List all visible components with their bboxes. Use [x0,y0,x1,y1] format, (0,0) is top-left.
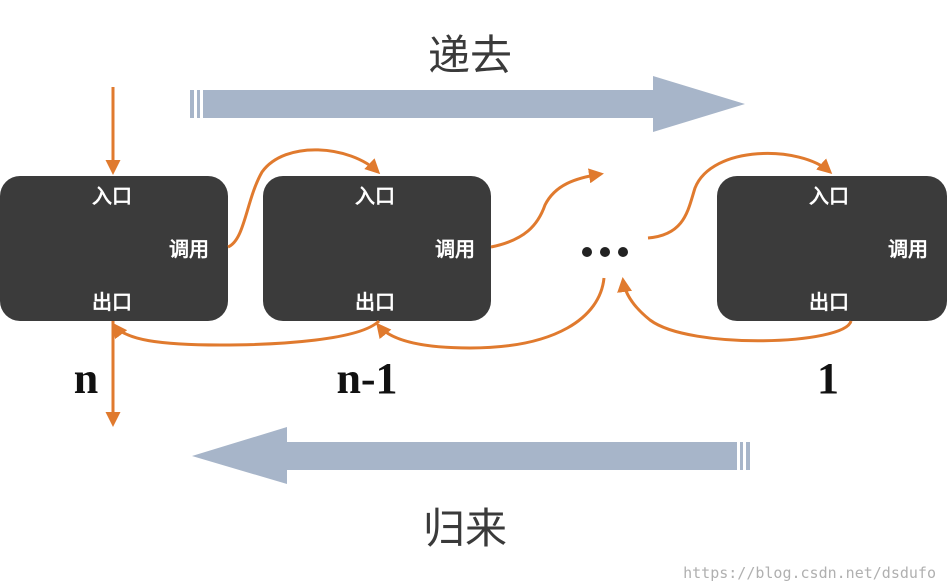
call-arrow-n [227,148,381,249]
level-number-n-minus-1: n-1 [336,354,397,403]
return-arrow [192,427,750,484]
watermark: https://blog.csdn.net/dsdufo [683,564,936,582]
call-box-n: 入口 调用 出口 [0,176,228,321]
return-arrow-n-minus-1 [112,319,381,347]
level-number-n: n [74,354,98,403]
call-box-n-minus-1: 入口 调用 出口 [263,176,491,321]
call-box-1: 入口 调用 出口 [717,176,947,321]
call-arrow-ellipsis [647,151,833,240]
forward-arrow [190,76,745,132]
call-label: 调用 [435,237,475,261]
entry-label: 入口 [355,184,395,208]
exit-label: 出口 [355,290,395,314]
ellipsis-dots [582,247,628,257]
exit-label: 出口 [92,290,132,314]
call-label: 调用 [888,237,928,261]
return-arrow-1 [617,277,853,343]
entry-label: 入口 [92,184,132,208]
call-arrow-n-minus-1 [490,168,604,249]
entry-label: 入口 [809,184,849,208]
exit-label: 出口 [809,290,849,314]
level-number-1: 1 [817,354,839,403]
return-label: 归来 [423,504,507,553]
return-arrow-ellipsis [376,277,606,350]
flow-curves [105,87,853,427]
call-label: 调用 [169,237,209,261]
forward-label: 递去 [428,31,512,80]
